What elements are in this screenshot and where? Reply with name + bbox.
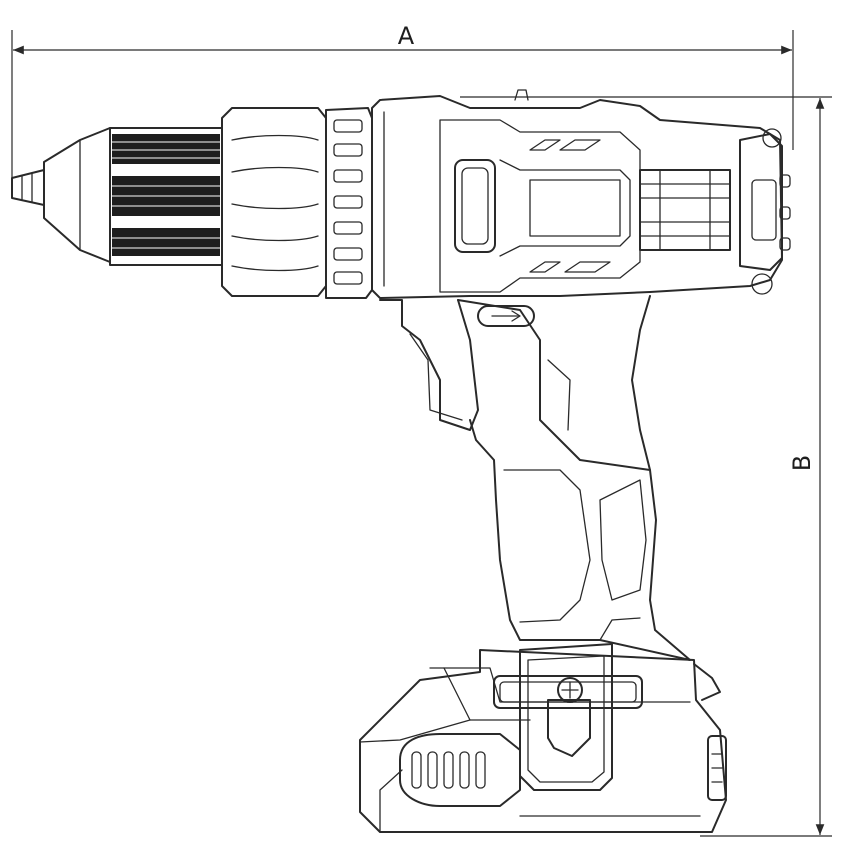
belt-clip [519,643,613,791]
motor-housing [371,89,791,299]
dimension-b: B [460,96,832,837]
dimension-label-b: B [788,455,816,471]
chuck [43,127,223,266]
gear-ring [325,107,373,299]
handle [457,295,691,661]
torque-collar [221,107,327,297]
drill-bit-tip [11,169,45,206]
trigger [379,299,479,431]
dimension-a: A [11,22,794,190]
dimension-label-a: A [398,22,415,50]
battery-pack [359,649,727,833]
direction-switch [477,305,535,327]
